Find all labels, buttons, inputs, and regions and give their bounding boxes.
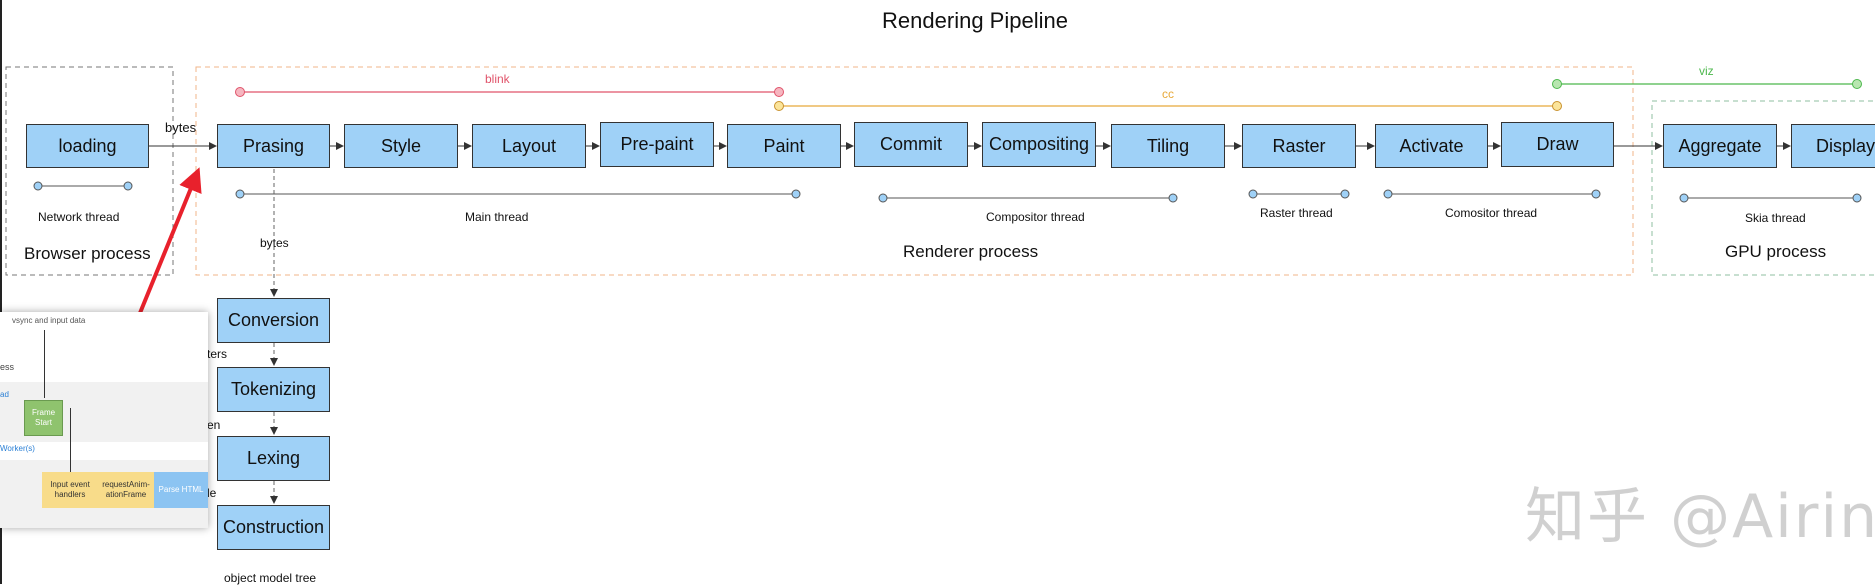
renderer-process-label: Renderer process (903, 242, 1039, 261)
skia-thread-end (1852, 193, 1862, 203)
fragment-le: le (207, 486, 217, 500)
main-thread-end (791, 189, 801, 199)
stage-prepaint: Pre-paint (600, 122, 714, 167)
stage-draw: Draw (1501, 122, 1614, 167)
inset-thread-fragment: ad (0, 390, 9, 399)
inset-parse-html: Parse HTML (154, 472, 208, 508)
stage-activate: Activate (1375, 124, 1488, 168)
cc-label: cc (1162, 87, 1174, 101)
inset-input-handlers: Input event handlers (42, 472, 98, 508)
blink-end-dot (774, 87, 784, 97)
gpu-process-boundary (1651, 100, 1875, 276)
viz-start-dot (1552, 79, 1562, 89)
comositor-thread-end (1591, 189, 1601, 199)
bytes-label-top: bytes (165, 120, 197, 135)
main-thread-label: Main thread (465, 210, 529, 224)
inset-frame-arrow (70, 408, 71, 478)
stage-commit: Commit (854, 122, 968, 167)
red-pointer-arrow (138, 167, 202, 314)
gpu-process-label: GPU process (1725, 242, 1827, 261)
raster-thread-label: Raster thread (1260, 206, 1333, 220)
cc-start-dot (774, 101, 784, 111)
viz-end-dot (1852, 79, 1862, 89)
inset-frame-diagram: vsync and input data ess ad Worker(s) Fr… (0, 312, 208, 528)
raster-thread-end (1340, 189, 1350, 199)
stage-paint: Paint (727, 124, 841, 168)
viz-label: viz (1699, 64, 1714, 78)
blink-start-dot (235, 87, 245, 97)
compositor-thread-label: Compositor thread (986, 210, 1085, 224)
skia-thread-start (1679, 193, 1689, 203)
stage-display: Display (1791, 124, 1875, 168)
network-thread-end (123, 181, 133, 191)
network-thread-start (33, 181, 43, 191)
blink-label: blink (485, 72, 510, 86)
step-conversion: Conversion (217, 298, 330, 343)
network-thread-label: Network thread (38, 210, 120, 224)
browser-process-label: Browser process (24, 244, 151, 263)
inset-raf: requestAnim-ationFrame (98, 472, 154, 508)
stage-style: Style (344, 124, 458, 168)
inset-frame-start: Frame Start (24, 400, 63, 436)
stage-raster: Raster (1242, 124, 1356, 168)
zhihu-watermark: 知乎 @Airing (1525, 482, 1875, 552)
object-model-tree-label: object model tree (224, 571, 317, 585)
step-construction: Construction (217, 505, 330, 550)
stage-aggregate: Aggregate (1663, 124, 1777, 168)
main-thread-start (235, 189, 245, 199)
inset-vsync-arrow (44, 330, 45, 398)
bytes-label-down: bytes (260, 236, 289, 250)
compositor-thread-start (878, 193, 888, 203)
stage-loading: loading (26, 124, 149, 168)
inset-worker-fragment: Worker(s) (0, 444, 35, 453)
inset-vsync-label: vsync and input data (12, 316, 86, 325)
skia-thread-label: Skia thread (1745, 211, 1806, 225)
stage-layout: Layout (472, 124, 586, 168)
comositor-thread-start (1383, 189, 1393, 199)
inset-process-fragment: ess (0, 362, 15, 372)
comositor-thread-label: Comositor thread (1445, 206, 1538, 220)
stage-compositing: Compositing (982, 122, 1096, 167)
browser-process-boundary (5, 66, 174, 276)
cc-end-dot (1552, 101, 1562, 111)
diagram-title: Rendering Pipeline (882, 8, 1068, 33)
stage-prasing: Prasing (217, 124, 330, 168)
stage-tiling: Tiling (1111, 124, 1225, 168)
raster-thread-start (1248, 189, 1258, 199)
compositor-thread-end (1168, 193, 1178, 203)
fragment-en: en (207, 418, 221, 432)
step-lexing: Lexing (217, 436, 330, 481)
step-tokenizing: Tokenizing (217, 367, 330, 412)
